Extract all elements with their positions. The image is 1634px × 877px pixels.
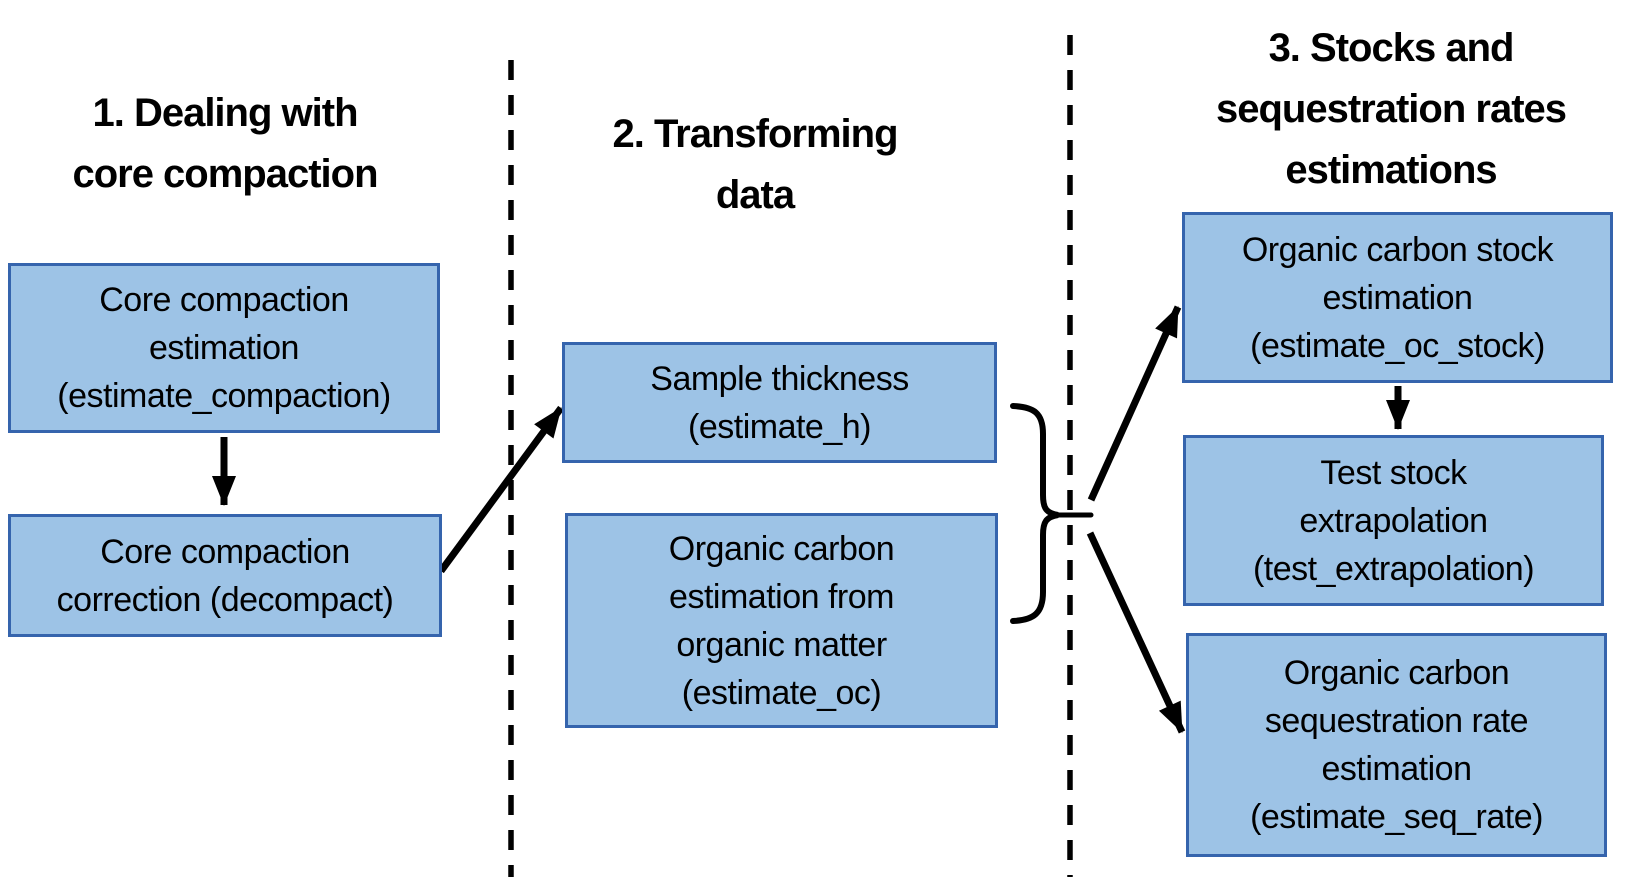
section-title-dealing-with-core-compaction: 1. Dealing with core compaction [72, 91, 378, 196]
section-title-stocks-and-sequestration-rates: 3. Stocks and sequestration rates estima… [1215, 26, 1567, 192]
section-title-transforming-data: 2. Transforming data [612, 112, 898, 217]
box-estimate-compaction: Core compaction estimation (estimate_com… [8, 263, 440, 433]
box-test-extrapolation: Test stock extrapolation (test_extrapola… [1183, 435, 1604, 606]
arrow-correction-to-sample-thickness [438, 405, 564, 574]
arrow-brace-to-oc-stock [1087, 305, 1182, 502]
box-estimate-oc-stock: Organic carbon stock estimation (estimat… [1182, 212, 1613, 383]
box-estimate-seq-rate: Organic carbon sequestration rate estima… [1186, 633, 1607, 857]
arrow-brace-to-seq-rate [1086, 531, 1186, 734]
box-estimate-h: Sample thickness (estimate_h) [562, 342, 997, 463]
box-estimate-oc: Organic carbon estimation from organic m… [565, 513, 998, 728]
box-decompact: Core compaction correction (decompact) [8, 514, 442, 637]
curly-brace [1010, 403, 1059, 624]
